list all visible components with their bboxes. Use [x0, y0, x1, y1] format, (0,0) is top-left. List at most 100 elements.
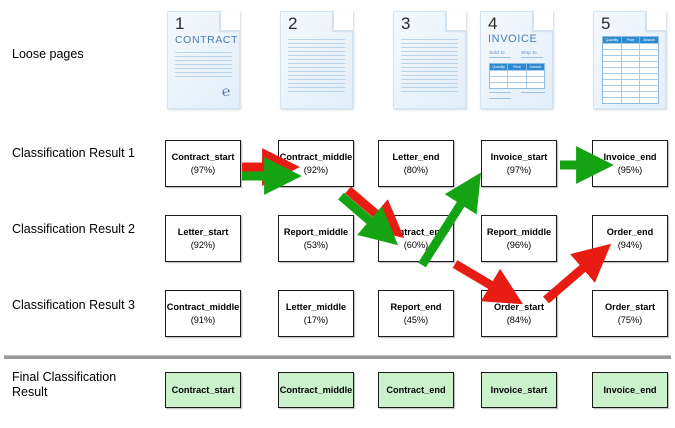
result1-box-2[interactable]: Contract_middle (92%): [278, 140, 354, 187]
result2-box-2-confidence: (53%): [303, 240, 329, 250]
page5-col-quantity: Quantity: [603, 37, 622, 43]
row-label-final-classification-result: Final Classification Result: [12, 370, 117, 400]
page-thumbnail-3[interactable]: 3: [393, 11, 466, 109]
final-box-1[interactable]: Contract_start: [165, 372, 241, 408]
page5-table-row: [603, 73, 659, 79]
page-thumbnail-5[interactable]: 5 Quantity Price Amount: [593, 11, 666, 109]
result3-box-3-label: Report_end: [390, 302, 442, 312]
page-fold-icon: [646, 11, 666, 31]
result2-box-3-confidence: (60%): [403, 240, 429, 250]
final-box-2[interactable]: Contract_middle: [278, 372, 354, 408]
page-fold-icon: [220, 11, 240, 31]
result2-box-3-label: Contract_end: [386, 227, 446, 237]
result2-box-1-confidence: (92%): [190, 240, 216, 250]
page-title: INVOICE: [488, 33, 538, 45]
invoice-total-rule: [521, 92, 545, 93]
result2-box-4-confidence: (96%): [506, 240, 532, 250]
result2-box-5-label: Order_end: [606, 227, 654, 237]
page5-table-row: [603, 49, 659, 55]
result1-box-5[interactable]: Invoice_end (95%): [592, 140, 668, 187]
red-arrow-contract-end-to-order-start: [452, 260, 524, 305]
invoice-col-amount: Amount: [529, 65, 542, 69]
page5-table-row: [603, 85, 659, 91]
page5-col-price: Price: [622, 37, 641, 43]
page-number: 4: [488, 14, 498, 33]
page5-table-row: [603, 67, 659, 73]
page5-table-row: [603, 79, 659, 85]
result2-box-1-label: Letter_start: [177, 227, 229, 237]
result3-box-4[interactable]: Order_start (84%): [481, 290, 557, 337]
invoice-col-price: Price: [508, 64, 527, 70]
result2-box-3[interactable]: Contract_end (60%): [378, 215, 454, 262]
final-box-3[interactable]: Contract_end: [378, 372, 454, 408]
result3-box-4-label: Order_start: [493, 302, 545, 312]
final-box-5[interactable]: Invoice_end: [592, 372, 668, 408]
page-fold-icon: [333, 11, 353, 31]
page-thumbnail-4[interactable]: 4 INVOICE Sold to Ship to Quantity Price…: [480, 11, 553, 109]
invoice-ship-to-rule: [521, 57, 543, 58]
result3-box-2-label: Letter_middle: [285, 302, 347, 312]
final-box-3-label: Contract_end: [386, 385, 446, 395]
row-label-classification-result-3: Classification Result 3: [12, 298, 135, 312]
result3-box-1[interactable]: Contract_middle (91%): [165, 290, 241, 337]
result2-box-1[interactable]: Letter_start (92%): [165, 215, 241, 262]
invoice-ship-to-label: Ship to: [521, 50, 537, 55]
result2-box-4[interactable]: Report_middle (96%): [481, 215, 557, 262]
page-number: 3: [401, 14, 411, 33]
result1-box-3[interactable]: Letter_end (80%): [378, 140, 454, 187]
page-number: 1: [175, 14, 185, 33]
final-box-4[interactable]: Invoice_start: [481, 372, 557, 408]
page5-table-row: [603, 61, 659, 67]
result1-box-3-label: Letter_end: [392, 152, 440, 162]
result3-box-5-label: Order_start: [604, 302, 656, 312]
result3-box-3[interactable]: Report_end (45%): [378, 290, 454, 337]
page5-table: Quantity Price Amount: [602, 36, 659, 104]
result3-box-1-confidence: (91%): [190, 315, 216, 325]
invoice-col-quantity: Quantity: [490, 64, 509, 70]
final-box-4-label: Invoice_start: [490, 385, 548, 395]
result1-box-4-confidence: (97%): [506, 165, 532, 175]
row-label-classification-result-1: Classification Result 1: [12, 146, 135, 160]
result2-box-4-label: Report_middle: [486, 227, 552, 237]
result1-box-5-confidence: (95%): [617, 165, 643, 175]
page-text-lines: [288, 39, 345, 95]
page5-col-amount: Amount: [643, 38, 656, 42]
result2-box-5-confidence: (94%): [617, 240, 643, 250]
page-fold-icon: [446, 11, 466, 31]
result1-box-5-label: Invoice_end: [603, 152, 657, 162]
page5-table-row: [603, 91, 659, 97]
invoice-sold-to-label: Sold to: [489, 50, 505, 55]
page-thumbnail-2[interactable]: 2: [280, 11, 353, 109]
page-number: 2: [288, 14, 298, 33]
page-thumbnail-1[interactable]: 1 CONTRACT ℮: [167, 11, 240, 109]
page5-table-row: [603, 43, 659, 49]
section-divider: [4, 355, 671, 359]
invoice-table-row: [490, 82, 544, 88]
page5-table-header: Quantity Price Amount: [603, 37, 658, 43]
page-number: 5: [601, 14, 611, 33]
result3-box-5-confidence: (75%): [617, 315, 643, 325]
page5-table-row: [603, 97, 659, 103]
signature-icon: ℮: [220, 84, 231, 101]
result1-box-1-confidence: (97%): [190, 165, 216, 175]
invoice-footer-rule: [489, 98, 511, 99]
result3-box-4-confidence: (84%): [506, 315, 532, 325]
final-box-5-label: Invoice_end: [603, 385, 657, 395]
result3-box-5[interactable]: Order_start (75%): [592, 290, 668, 337]
result1-box-2-confidence: (92%): [303, 165, 329, 175]
invoice-table-header: Quantity Price Amount: [490, 64, 544, 70]
result2-box-5[interactable]: Order_end (94%): [592, 215, 668, 262]
result3-box-2[interactable]: Letter_middle (17%): [278, 290, 354, 337]
page-text-lines: [175, 52, 232, 80]
result1-box-1[interactable]: Contract_start (97%): [165, 140, 241, 187]
result1-box-4[interactable]: Invoice_start (97%): [481, 140, 557, 187]
invoice-footer-rule: [489, 92, 511, 93]
result3-box-1-label: Contract_middle: [166, 302, 240, 312]
result2-box-2[interactable]: Report_middle (53%): [278, 215, 354, 262]
result1-box-2-label: Contract_middle: [279, 152, 353, 162]
final-box-1-label: Contract_start: [171, 385, 235, 395]
result1-box-3-confidence: (80%): [403, 165, 429, 175]
invoice-table-row: [490, 70, 544, 76]
page-text-lines: [401, 39, 458, 95]
